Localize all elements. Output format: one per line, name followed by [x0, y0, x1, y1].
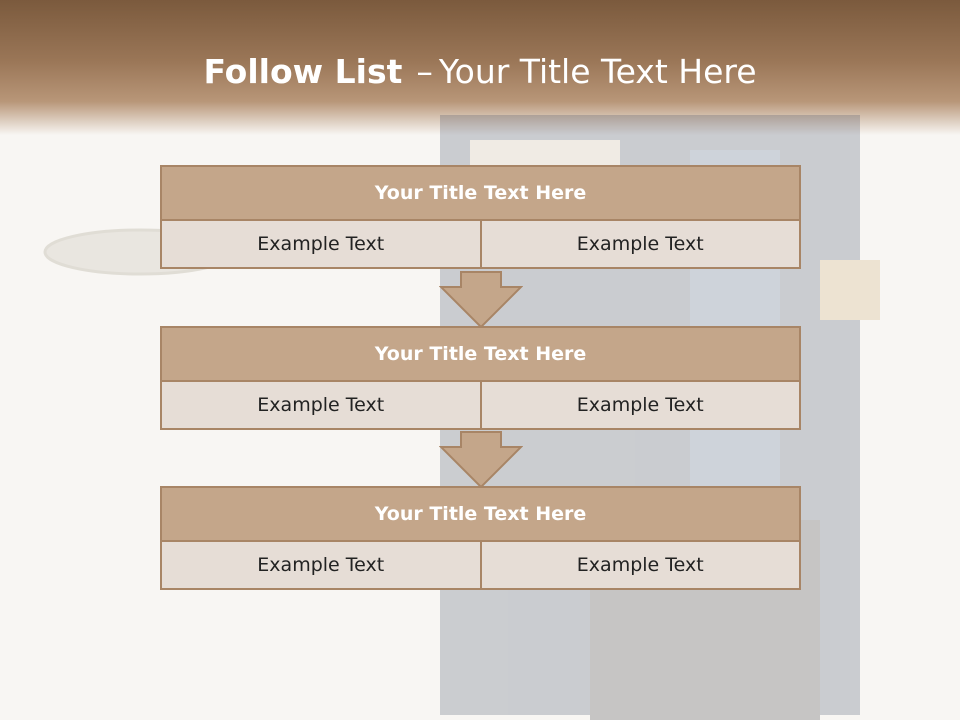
step-box-1: Your Title Text Here Example Text Exampl… — [160, 165, 801, 269]
title-bold: Follow List — [203, 52, 403, 91]
step-title: Your Title Text Here — [160, 326, 801, 382]
step-cell-right: Example Text — [479, 219, 801, 269]
title-rest: Your Title Text Here — [438, 52, 757, 91]
step-box-3: Your Title Text Here Example Text Exampl… — [160, 486, 801, 590]
step-row: Example Text Example Text — [160, 540, 801, 590]
title-dash: – — [416, 52, 433, 91]
step-row: Example Text Example Text — [160, 380, 801, 430]
down-arrow-icon — [439, 271, 523, 329]
down-arrow-icon — [439, 431, 523, 489]
step-row: Example Text Example Text — [160, 219, 801, 269]
step-box-2: Your Title Text Here Example Text Exampl… — [160, 326, 801, 430]
step-cell-right: Example Text — [479, 540, 801, 590]
step-title: Your Title Text Here — [160, 486, 801, 542]
step-cell-left: Example Text — [160, 380, 482, 430]
step-cell-left: Example Text — [160, 219, 482, 269]
step-cell-left: Example Text — [160, 540, 482, 590]
step-title: Your Title Text Here — [160, 165, 801, 221]
title-banner — [0, 0, 960, 135]
slide-title: Follow List–Your Title Text Here — [0, 52, 960, 91]
step-cell-right: Example Text — [479, 380, 801, 430]
